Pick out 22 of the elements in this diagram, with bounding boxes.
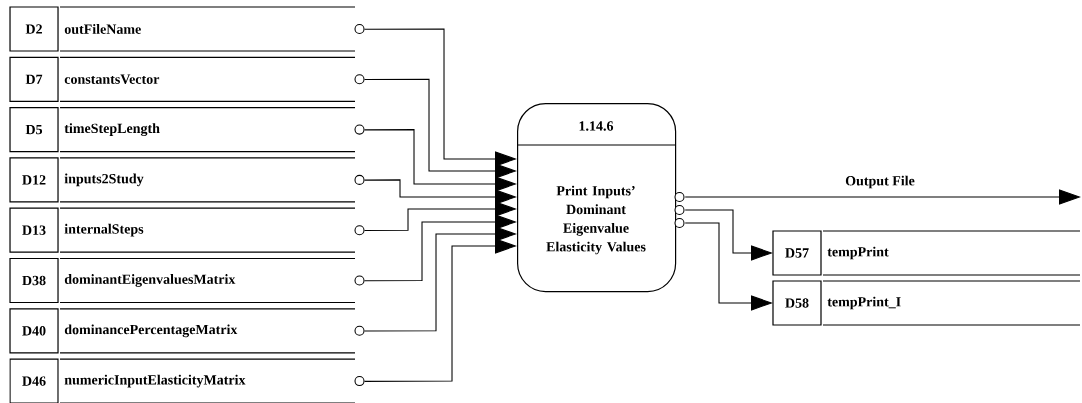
node-label: tempPrint: [827, 246, 889, 260]
data-store: D38 dominantEigenvaluesMatrix: [9, 257, 365, 304]
node-label: tempPrint_I: [827, 296, 901, 310]
data-store: D57 tempPrint: [772, 230, 1081, 276]
node-label: inputs2Study: [64, 173, 144, 187]
node-label: outFileName: [64, 24, 141, 34]
node-label: dominantEigenvaluesMatrix: [64, 274, 236, 287]
data-store: D40 dominancePercentageMatrix: [9, 308, 365, 354]
data-store: D5 timeStepLength: [9, 107, 365, 153]
edge-label: Output File: [845, 175, 915, 189]
process-box: 1.14.6 Print Inputs’ Dominant Eigenvalue Elasticity Values: [516, 103, 685, 293]
node-label: constantsVector: [64, 74, 160, 84]
data-store: D58 tempPrint_I: [772, 280, 1081, 326]
node-label: internalSteps: [64, 223, 144, 237]
data-store: D13 internalSteps: [9, 207, 365, 253]
data-store: D2 outFileName: [9, 6, 365, 52]
data-store: D7 constantsVector: [9, 56, 365, 102]
node-label: timeStepLength: [64, 123, 160, 136]
data-store: D12 inputs2Study: [9, 157, 365, 203]
node-label: dominancePercentageMatrix: [64, 324, 238, 338]
node-label: numericInputElasticityMatrix: [64, 374, 246, 388]
data-store: D46 numericInputElasticityMatrix: [9, 358, 365, 403]
